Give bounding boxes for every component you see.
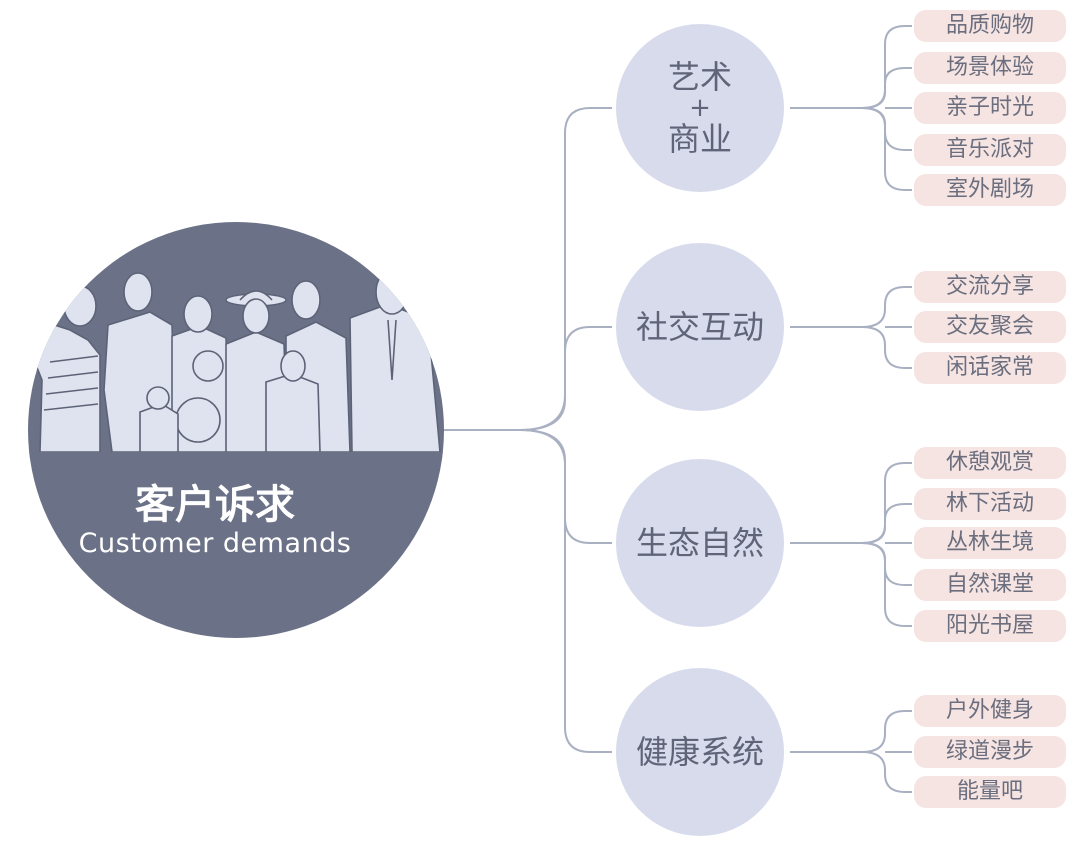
category-line: 艺术 [667, 58, 732, 96]
leaf-item: 林下活动 [914, 488, 1066, 520]
child-figure [139, 403, 179, 453]
leaf-item: 场景体验 [914, 52, 1066, 84]
connector-hub-cat2 [519, 326, 612, 431]
category-label-ecology: 生态自然 [616, 523, 784, 563]
person-head-4 [242, 298, 270, 334]
category-line: 生态自然 [635, 524, 764, 562]
person-head-1 [63, 285, 97, 327]
leaf-item: 室外剧场 [914, 174, 1066, 206]
crowd-illustration [28, 269, 444, 460]
category-label-social: 社交互动 [616, 307, 784, 347]
child-head [146, 386, 170, 410]
person-head-2 [123, 272, 153, 312]
person-stripes-1 [43, 355, 99, 411]
leaf-item: 阳光书屋 [914, 610, 1066, 642]
leaf-item: 户外健身 [914, 695, 1066, 727]
suit-tie [387, 319, 397, 381]
person-head-6 [375, 269, 409, 315]
girl-head [280, 350, 306, 382]
category-line: 健康系统 [635, 733, 764, 771]
leaf-item: 音乐派对 [914, 134, 1066, 166]
category-label-art-commerce: 艺术 + 商业 [616, 50, 784, 166]
connector-cat3-leaf4 [861, 542, 912, 586]
leaf-item: 丛林生境 [914, 527, 1066, 559]
leaf-item: 交友聚会 [914, 311, 1066, 343]
category-line: 商业 [667, 120, 732, 158]
connector-hub-cat4 [519, 429, 612, 753]
person-head-3 [183, 295, 213, 333]
leaf-item: 品质购物 [914, 10, 1066, 42]
flower-bouquet [192, 350, 224, 382]
connector-cat1-leaf5 [861, 107, 912, 191]
person-figure-1 [28, 321, 101, 453]
connector-cat1-leaf1 [790, 25, 912, 109]
connector-hub-cat1 [443, 107, 612, 431]
connector-cat2-leaf3 [861, 326, 912, 369]
connector-cat1-leaf2 [861, 67, 912, 109]
leaf-item: 闲话家常 [914, 352, 1066, 384]
category-circle-art-commerce [616, 24, 784, 192]
crowd-ground [28, 452, 444, 460]
connector-cat2-leaf1 [790, 286, 912, 328]
wreath-shape [175, 397, 221, 443]
category-circle-social [616, 243, 784, 411]
category-line: 社交互动 [635, 308, 764, 346]
person-head-5 [291, 280, 321, 320]
leaf-item: 自然课堂 [914, 569, 1066, 601]
category-label-health: 健康系统 [616, 732, 784, 772]
category-circles [616, 24, 784, 836]
leaf-item: 交流分享 [914, 271, 1066, 303]
category-circle-health [616, 668, 784, 836]
hat-crown [239, 290, 273, 301]
category-circle-ecology [616, 459, 784, 627]
leaf-item: 休憩观赏 [914, 447, 1066, 479]
connector-cat3-leaf2 [861, 503, 912, 544]
leaf-item: 亲子时光 [914, 92, 1066, 124]
connector-cat1-leaf4 [861, 107, 912, 151]
category-line: + [689, 93, 711, 123]
connector-cat4-leaf1 [790, 710, 912, 753]
hub-title: 客户诉求 [135, 482, 295, 528]
connector-cat3-leaf1 [790, 462, 912, 544]
hub-subtitle: Customer demands [78, 528, 352, 559]
leaf-item: 绿道漫步 [914, 736, 1066, 768]
connector-cat4-leaf3 [861, 751, 912, 793]
girl-figure [265, 373, 321, 453]
connector-lines [443, 25, 912, 793]
connector-cat3-leaf5 [861, 542, 912, 627]
leaf-item: 能量吧 [914, 776, 1066, 808]
